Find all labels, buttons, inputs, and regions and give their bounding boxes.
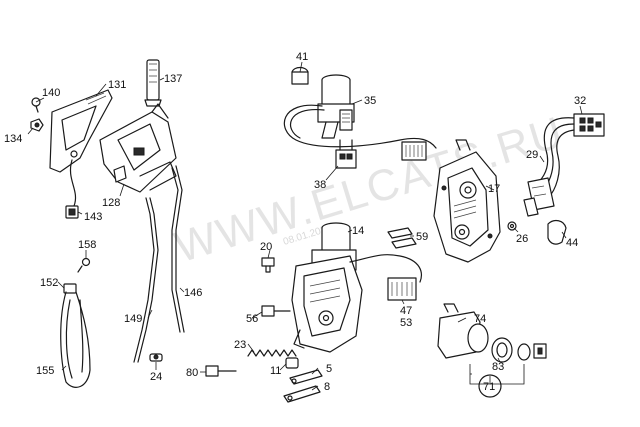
part-146-rod — [171, 165, 185, 333]
part-38-connector — [335, 139, 357, 169]
part-35-plug — [401, 141, 427, 161]
callout-146: 146 — [184, 287, 202, 299]
part-14-harness — [349, 254, 422, 283]
callout-35: 35 — [364, 95, 376, 107]
callout-59: 59 — [416, 231, 428, 243]
part-24-rod-clip — [149, 353, 163, 362]
callout-137: 137 — [164, 73, 182, 85]
part-56-screw — [261, 305, 291, 317]
callout-24: 24 — [150, 371, 162, 383]
callout-131: 131 — [108, 79, 126, 91]
callout-38: 38 — [314, 179, 326, 191]
part-29-switch — [523, 177, 555, 217]
callout-74: 74 — [474, 313, 486, 325]
callout-149: 149 — [124, 313, 142, 325]
callout-80: 80 — [186, 367, 198, 379]
part-74-cylinder-housing — [437, 303, 489, 359]
part-32-connector — [573, 113, 605, 137]
watermark-text: WWW.ELCATS.RU — [169, 107, 570, 272]
part-11-bushing — [285, 357, 299, 369]
callout-71: 71 — [483, 381, 495, 393]
callout-152: 152 — [40, 277, 58, 289]
part-8-link — [283, 385, 321, 403]
callout-83: 83 — [492, 361, 504, 373]
part-134-clip — [30, 118, 44, 132]
callout-134: 134 — [4, 133, 22, 145]
part-14-lock-body — [291, 255, 363, 353]
callout-140: 140 — [42, 87, 60, 99]
callout-155: 155 — [36, 365, 54, 377]
callout-41: 41 — [296, 51, 308, 63]
callout-128: 128 — [102, 197, 120, 209]
part-44-cover — [547, 219, 567, 245]
part-23-spring — [247, 349, 297, 357]
part-80-screw — [205, 365, 237, 377]
callout-53: 53 — [400, 317, 412, 329]
part-5-lever — [289, 369, 323, 385]
part-143-spring-clip — [65, 159, 79, 219]
part-149-rod — [133, 197, 159, 363]
leader-lines — [27, 61, 583, 391]
part-35-actuator — [317, 74, 355, 139]
part-71-bracket-lines — [469, 364, 525, 385]
callout-143: 143 — [84, 211, 102, 223]
callout-23: 23 — [234, 339, 246, 351]
part-47-53-connector — [387, 277, 417, 301]
callout-158: 158 — [78, 239, 96, 251]
part-83-cylinder — [491, 337, 547, 363]
callout-56: 56 — [246, 313, 258, 325]
part-59-clips — [387, 227, 417, 249]
callout-8: 8 — [324, 381, 330, 393]
callout-17: 17 — [488, 183, 500, 195]
callout-11: 11 — [270, 365, 281, 377]
part-128-handle-housing — [99, 103, 177, 193]
callout-labels: 140 131 137 134 128 143 158 152 155 149 … — [4, 51, 586, 393]
part-140-screw — [31, 97, 41, 113]
part-71-circle — [478, 374, 502, 398]
part-137-knob — [144, 59, 162, 107]
part-41-cap — [291, 66, 309, 85]
callout-32: 32 — [574, 95, 586, 107]
part-20-bolt — [261, 257, 275, 273]
callout-44: 44 — [566, 237, 578, 249]
part-131-bezel — [49, 89, 113, 173]
part-35-harness — [283, 104, 437, 149]
callout-20: 20 — [260, 241, 272, 253]
part-158-screw — [77, 257, 91, 273]
part-152-pull-strap-clip — [63, 283, 77, 294]
callout-29: 29 — [526, 149, 538, 161]
callout-14: 14 — [352, 225, 364, 237]
part-17-latch — [433, 139, 501, 263]
callout-26: 26 — [516, 233, 528, 245]
callout-5: 5 — [326, 363, 332, 375]
part-155-pull-strap — [60, 291, 91, 388]
callout-47: 47 — [400, 305, 412, 317]
